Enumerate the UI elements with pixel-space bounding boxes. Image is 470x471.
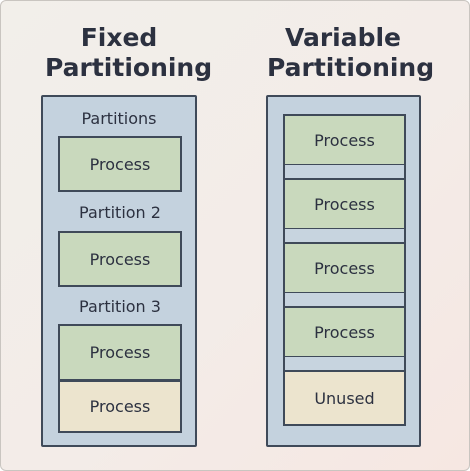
fixed-process-block-3: Process: [58, 324, 182, 381]
partition-3-label: Partition 3: [79, 296, 161, 316]
fixed-memory-column: Partitions Process Partition 2 Process P…: [41, 95, 197, 447]
variable-process-block-1: Process: [283, 114, 406, 166]
partitions-label: Partitions: [81, 108, 157, 128]
fixed-process-block-4: Process: [58, 380, 182, 433]
variable-title-line1: Variable: [284, 23, 402, 52]
variable-title-line2: Partitioning: [267, 53, 435, 82]
variable-partitioning-title: Variable Partitioning: [267, 23, 435, 83]
variable-gap-1: [283, 165, 406, 179]
partition-2-label: Partition 2: [79, 202, 161, 222]
fixed-partitioning-title: Fixed Partitioning: [45, 23, 213, 83]
variable-process-block-2: Process: [283, 178, 406, 230]
variable-unused-block: Unused: [283, 370, 406, 426]
fixed-process-block-2: Process: [58, 231, 182, 287]
variable-memory-column: Process Process Process Process Unused: [266, 95, 421, 447]
variable-gap-2: [283, 229, 406, 243]
variable-gap-3: [283, 293, 406, 307]
fixed-title-line2: Partitioning: [45, 53, 213, 82]
variable-gap-4: [283, 357, 406, 371]
variable-process-block-4: Process: [283, 306, 406, 358]
variable-process-block-3: Process: [283, 242, 406, 294]
fixed-process-block-1: Process: [58, 136, 182, 192]
fixed-title-line1: Fixed: [80, 23, 158, 52]
